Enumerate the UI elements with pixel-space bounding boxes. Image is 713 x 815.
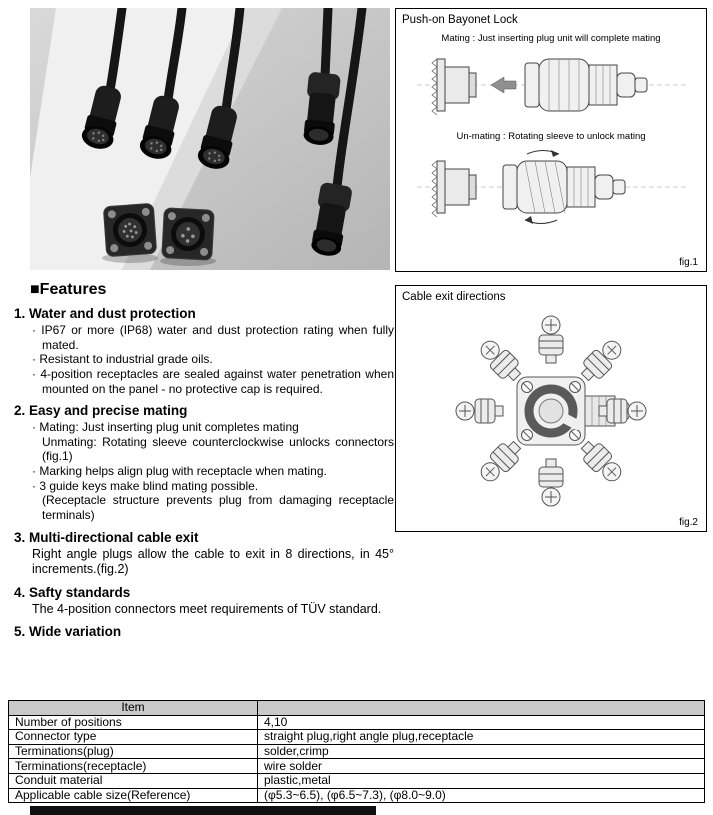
fig1-mating-caption: Mating : Just inserting plug unit will c…	[441, 33, 661, 44]
feature-bullet: · IP67 or more (IP68) water and dust pro…	[32, 323, 394, 352]
exit-plug	[538, 458, 564, 507]
row-item: Number of positions	[8, 714, 258, 731]
features-section: ■Features 1. Water and dust protection ·…	[14, 281, 394, 641]
feature-1-title: 1. Water and dust protection	[14, 306, 196, 321]
panel-receptacle	[161, 207, 215, 261]
panel-receptacle	[103, 203, 157, 257]
feature-bullet: · 4-position receptacles are sealed agai…	[32, 366, 394, 396]
features-heading: ■Features	[30, 281, 107, 298]
central-receptacle	[516, 376, 586, 446]
row-item: Conduit material	[8, 772, 258, 789]
table-header-row: Item	[8, 700, 705, 716]
table-row: Conduit material plastic,metal	[8, 772, 705, 789]
unmating-diagram	[417, 150, 687, 224]
feature-body: Right angle plugs allow the cable to exi…	[32, 546, 394, 577]
row-value: solder,crimp	[257, 743, 705, 760]
mating-diagram	[417, 58, 687, 116]
exit-plug	[474, 435, 527, 488]
feature-body: The 4-position connectors meet requireme…	[32, 601, 382, 616]
row-value: plastic,metal	[257, 772, 705, 789]
cable-exit-diagram	[455, 315, 647, 507]
feature-section-1: 1. Water and dust protection · IP67 or m…	[14, 306, 394, 396]
rotation-arrows	[524, 150, 560, 224]
feature-section-5: 5. Wide variation	[14, 624, 394, 639]
table-header-value	[257, 700, 705, 716]
feature-2-title: 2. Easy and precise mating	[14, 403, 188, 419]
connectors-photo-illustration	[30, 3, 390, 270]
spec-table: Item Number of positions 4,10 Connector …	[8, 700, 705, 804]
exit-plug	[455, 398, 504, 424]
feature-section-2: 2. Easy and precise mating · Mating: Jus…	[14, 403, 394, 522]
exit-plug	[538, 315, 564, 364]
table-row: Terminations(receptacle) wire solder	[8, 758, 705, 774]
table-row: Connector type straight plug,right angle…	[8, 729, 705, 745]
feature-bullet: · Mating: Just inserting plug unit compl…	[32, 420, 394, 464]
feature-bullet: · 3 guide keys make blind mating possibl…	[32, 478, 394, 522]
row-item: Terminations(receptacle)	[8, 758, 258, 774]
table-row: Number of positions 4,10	[8, 714, 705, 731]
row-value: (φ5.3~6.5), (φ6.5~7.3), (φ8.0~9.0)	[257, 787, 705, 804]
feature-4-title: 4. Safty standards	[14, 584, 131, 600]
row-item: Terminations(plug)	[8, 743, 258, 760]
row-value: wire solder	[257, 758, 705, 774]
exit-plug	[575, 435, 628, 488]
feature-section-3: 3. Multi-directional cable exit Right an…	[14, 530, 394, 578]
row-item: Connector type	[8, 729, 258, 745]
table-header-item: Item	[8, 700, 258, 716]
fig2-box: Cable exit directions	[395, 285, 707, 532]
table-row: Terminations(plug) solder,crimp	[8, 743, 705, 760]
feature-bullet: · Marking helps align plug with receptac…	[32, 464, 327, 478]
fig1-unmating-caption: Un-mating : Rotating sleeve to unlock ma…	[456, 131, 646, 142]
straight-plug	[139, 95, 179, 159]
fig1-box: Push-on Bayonet Lock Mating : Just inser…	[395, 8, 707, 272]
cables	[105, 3, 367, 192]
product-photo	[30, 3, 390, 270]
row-item: Applicable cable size(Reference)	[8, 787, 258, 804]
right-angle-plug	[311, 182, 352, 256]
feature-3-title: 3. Multi-directional cable exit	[14, 529, 199, 545]
row-value: 4,10	[257, 714, 705, 731]
table-row: Applicable cable size(Reference) (φ5.3~6…	[8, 787, 705, 804]
exit-plug	[575, 334, 628, 387]
right-angle-plug	[303, 72, 341, 145]
straight-plug	[197, 105, 237, 169]
fig1-title: Push-on Bayonet Lock	[402, 14, 518, 26]
feature-section-4: 4. Safty standards The 4-position connec…	[14, 585, 394, 618]
feature-bullet: · Resistant to industrial grade oils.	[32, 352, 213, 367]
bottom-section-bar	[30, 806, 376, 815]
feature-5-title: 5. Wide variation	[14, 624, 122, 640]
straight-plug	[81, 85, 121, 149]
fig2-title: Cable exit directions	[402, 291, 506, 303]
fig1-label: fig.1	[679, 257, 698, 268]
fig2-label: fig.2	[679, 517, 698, 528]
exit-plug	[474, 334, 527, 387]
row-value: straight plug,right angle plug,receptacl…	[257, 729, 705, 745]
